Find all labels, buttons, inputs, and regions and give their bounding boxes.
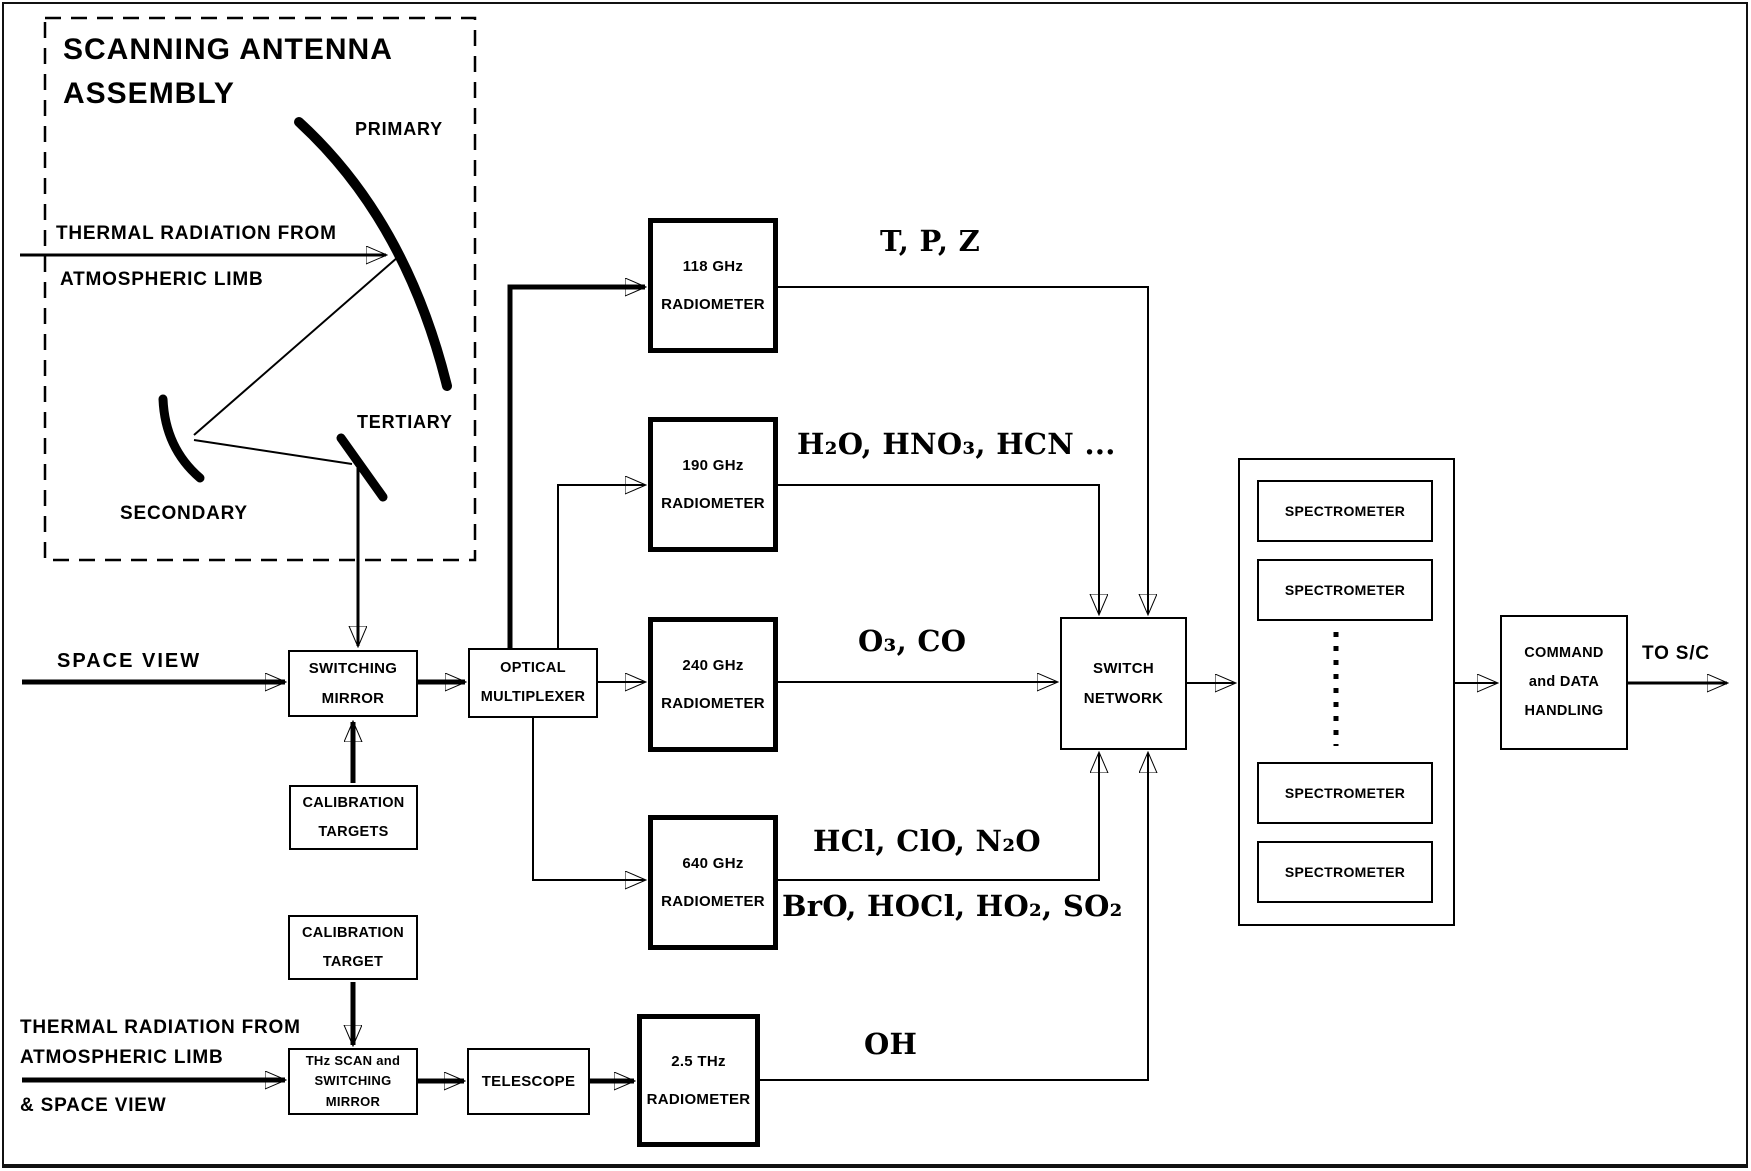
products-190ghz-label: H₂O, HNO₃, HCN ... <box>797 427 1116 461</box>
calibration-target-box: CALIBRATION TARGET <box>288 915 418 980</box>
products-640ghz-label-line1: HCl, ClO, N₂O <box>813 824 1041 858</box>
antenna-assembly-dashed-box <box>43 16 477 562</box>
thz-input-label-line3: & SPACE VIEW <box>20 1095 167 1116</box>
multiplexer-to-118ghz-arrow <box>507 287 645 652</box>
products-thz-label: OH <box>864 1027 918 1061</box>
to-spacecraft-label: TO S/C <box>1642 643 1710 664</box>
antenna-assembly-title: SCANNING ANTENNA ASSEMBLY <box>63 33 393 110</box>
thermal-radiation-label-line2: ATMOSPHERIC LIMB <box>60 269 264 290</box>
products-640ghz-label-line2: BrO, HOCl, HO₂, SO₂ <box>782 889 1123 923</box>
tertiary-mirror-label: TERTIARY <box>357 412 453 432</box>
radiometer-190ghz-box: 190 GHz RADIOMETER <box>648 417 778 552</box>
ray-primary-to-secondary <box>193 256 399 436</box>
output-thz-line <box>760 753 1148 1081</box>
thz-input-label-line1: THERMAL RADIATION FROM <box>20 1017 301 1038</box>
spectrometer-box-1: SPECTROMETER <box>1257 480 1433 542</box>
switch-network-box: SWITCH NETWORK <box>1060 617 1187 750</box>
multiplexer-to-640ghz-arrow <box>532 718 645 880</box>
ray-secondary-to-tertiary <box>193 439 353 465</box>
thz-scan-switching-mirror-box: THz SCAN and SWITCHING MIRROR <box>288 1048 418 1115</box>
calibration-targets-box: CALIBRATION TARGETS <box>289 785 418 850</box>
output-118ghz-line <box>778 286 1148 614</box>
tertiary-mirror-shape <box>336 433 388 502</box>
spectrometer-bank-box <box>1238 458 1455 926</box>
thz-input-label-line2: ATMOSPHERIC LIMB <box>20 1047 224 1068</box>
spectrometer-box-4: SPECTROMETER <box>1257 841 1433 903</box>
thermal-radiation-label-line1: THERMAL RADIATION FROM <box>56 223 337 244</box>
products-118ghz-label: T, P, Z <box>880 224 981 258</box>
spectrometer-box-3: SPECTROMETER <box>1257 762 1433 824</box>
output-640ghz-line <box>778 753 1099 881</box>
primary-mirror-shape <box>294 117 452 391</box>
telescope-box: TELESCOPE <box>467 1048 590 1115</box>
radiometer-240ghz-box: 240 GHz RADIOMETER <box>648 617 778 752</box>
radiometer-2.5thz-box: 2.5 THz RADIOMETER <box>637 1014 760 1147</box>
output-190ghz-line <box>778 484 1099 614</box>
optical-multiplexer-box: OPTICAL MULTIPLEXER <box>468 648 598 718</box>
spectrometer-box-2: SPECTROMETER <box>1257 559 1433 621</box>
command-data-handling-box: COMMAND and DATA HANDLING <box>1500 615 1628 750</box>
radiometer-640ghz-box: 640 GHz RADIOMETER <box>648 815 778 950</box>
primary-mirror-label: PRIMARY <box>355 119 443 139</box>
secondary-mirror-label: SECONDARY <box>120 503 248 524</box>
switching-mirror-box: SWITCHING MIRROR <box>288 650 418 717</box>
secondary-mirror-shape <box>158 394 205 483</box>
radiometer-118ghz-box: 118 GHz RADIOMETER <box>648 218 778 353</box>
products-240ghz-label: O₃, CO <box>858 624 967 658</box>
space-view-label: SPACE VIEW <box>57 650 202 672</box>
multiplexer-to-190ghz-arrow <box>557 485 645 650</box>
